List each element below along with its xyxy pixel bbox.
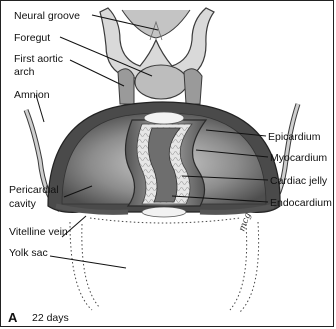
- label-first-aortic-arch-1: First aortic: [14, 53, 63, 65]
- label-epicardium: Epicardium: [268, 131, 321, 143]
- foregut-shape: [135, 65, 187, 99]
- label-neural-groove: Neural groove: [14, 10, 80, 22]
- label-cardiac-jelly: Cardiac jelly: [270, 175, 328, 187]
- panel-caption: 22 days: [32, 312, 69, 324]
- label-vitelline-vein: Vitelline vein: [9, 226, 68, 238]
- label-myocardium: Myocardium: [270, 152, 327, 164]
- panel-letter: A: [8, 310, 18, 325]
- label-endocardium: Endocardium: [270, 197, 332, 209]
- artist-signature: mcg: [237, 211, 253, 233]
- label-pericardial-cavity-2: cavity: [9, 198, 37, 210]
- label-yolk-sac: Yolk sac: [9, 247, 48, 259]
- label-pericardial-cavity-1: Pericardial: [9, 184, 59, 196]
- heart-tube: [125, 112, 206, 217]
- yolk-sac-outline: [70, 218, 259, 312]
- label-foregut: Foregut: [14, 32, 50, 44]
- label-first-aortic-arch-2: arch: [14, 66, 35, 78]
- label-amnion: Amnion: [14, 89, 50, 101]
